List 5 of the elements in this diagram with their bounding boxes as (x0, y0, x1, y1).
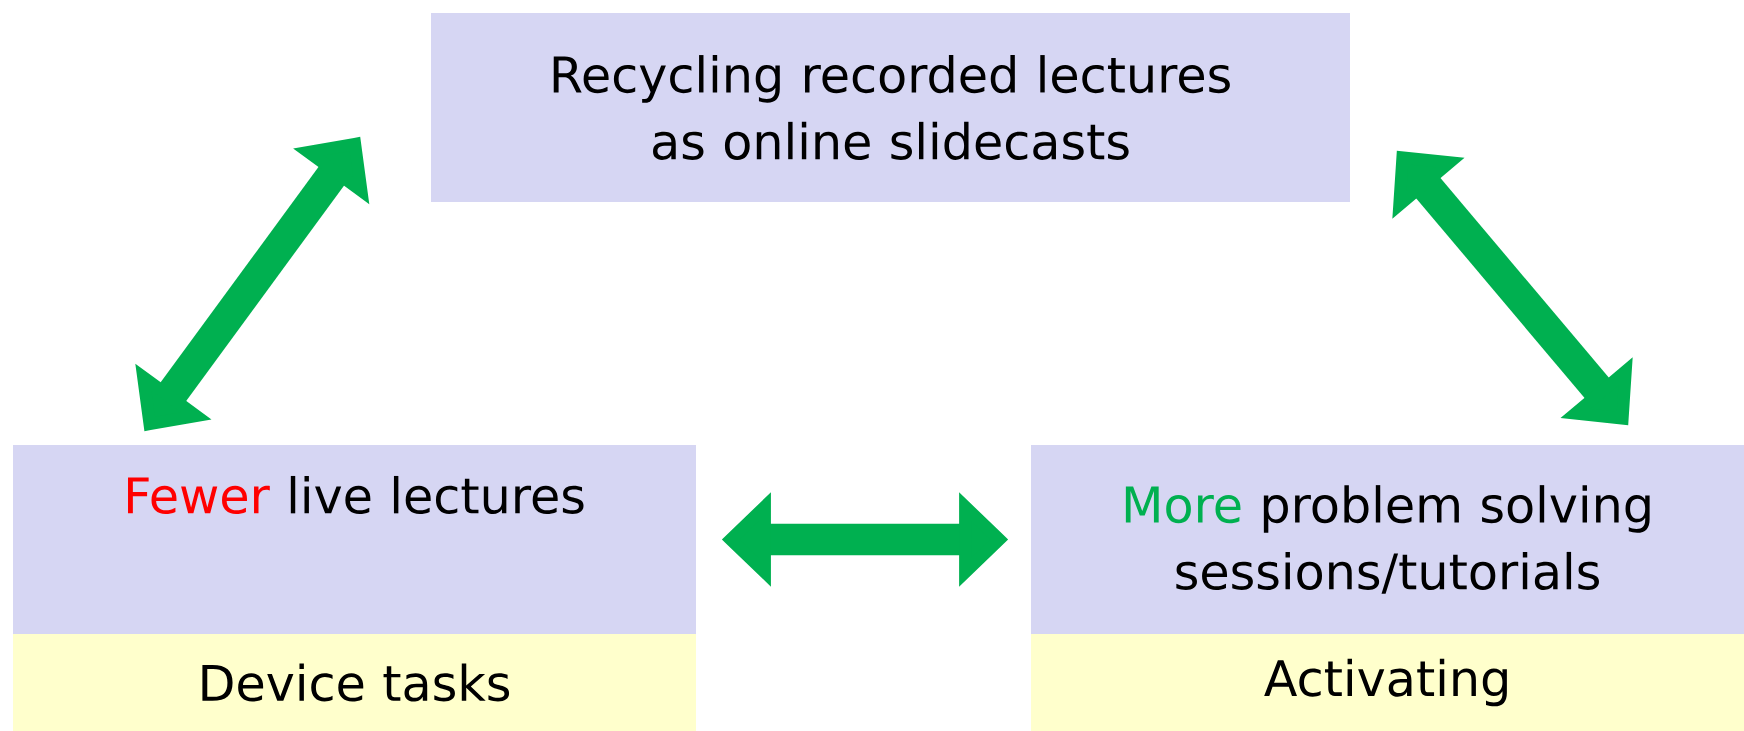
concept-box: Recycling recorded lectures as online slidecasts (431, 13, 1350, 202)
concept-box: More problem solving sessions/tutorials (1031, 445, 1744, 634)
label-band: Activating (1031, 634, 1744, 731)
concept-box: Fewer live lectures (13, 445, 696, 634)
label-band: Device tasks (13, 634, 696, 731)
